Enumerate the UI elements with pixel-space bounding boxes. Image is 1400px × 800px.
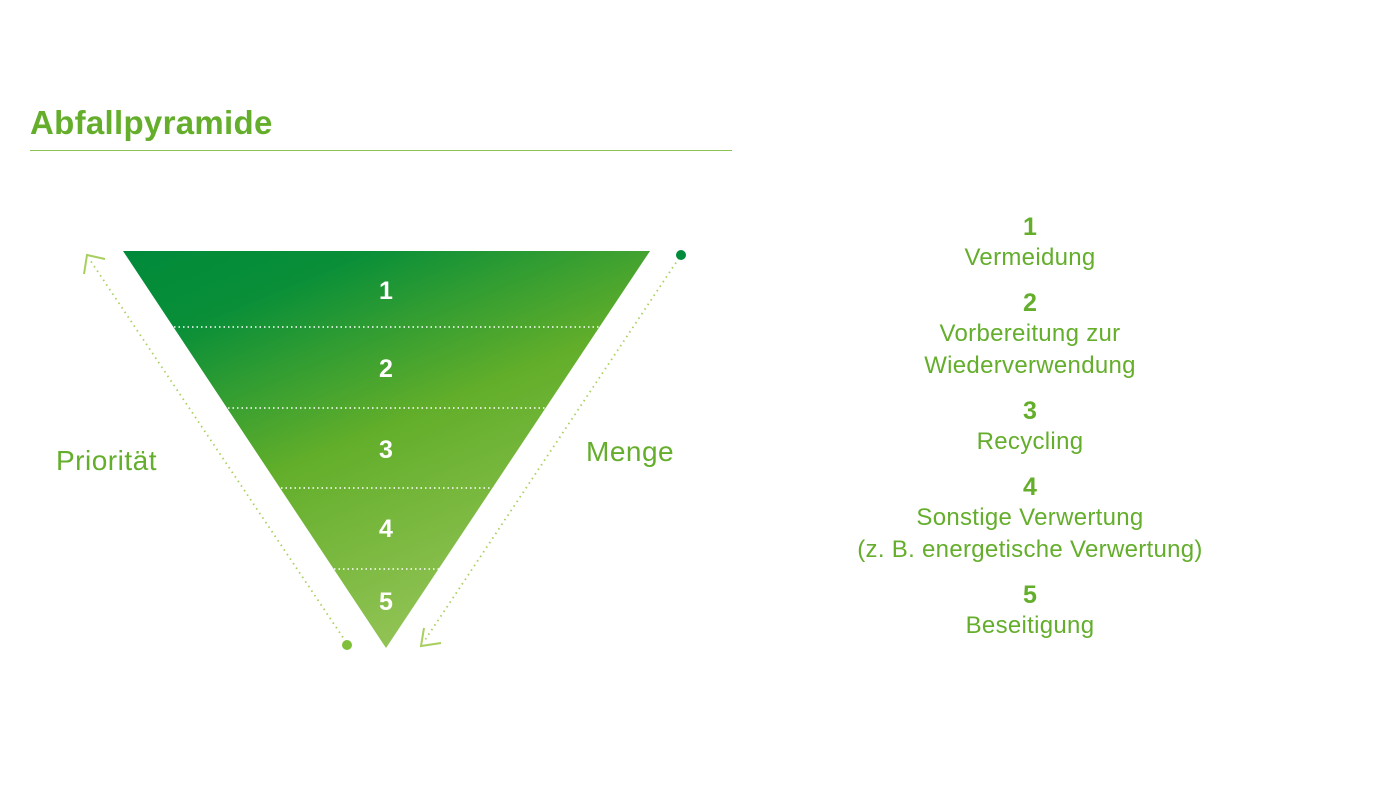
priority-label: Priorität <box>56 445 157 476</box>
pyramid-level-number-1: 1 <box>379 277 393 305</box>
quantity-arrow-dot <box>676 250 686 260</box>
legend-number: 5 <box>1023 581 1037 609</box>
priority-arrowhead-icon <box>83 253 106 275</box>
quantity-label: Menge <box>586 436 675 467</box>
legend-text: Vorbereitung zur <box>939 320 1121 347</box>
legend-item-2: 2 Vorbereitung zur Wiederverwendung <box>830 288 1230 382</box>
legend-list: 1 Vermeidung 2 Vorbereitung zur Wiederve… <box>830 212 1230 656</box>
priority-arrow-dot <box>342 640 352 650</box>
legend-number: 4 <box>1023 473 1037 501</box>
page-title: Abfallpyramide <box>30 104 273 141</box>
legend-text: (z. B. energetische Verwertung) <box>857 536 1203 563</box>
legend-text: Beseitigung <box>965 612 1095 639</box>
title-divider <box>30 150 732 151</box>
pyramid-level-number-3: 3 <box>379 436 393 464</box>
pyramid-level-number-4: 4 <box>379 515 393 543</box>
legend-text: Sonstige Verwertung <box>916 504 1144 531</box>
level-separators <box>174 326 599 570</box>
legend-text: Wiederverwendung <box>924 352 1136 379</box>
legend-text: Vermeidung <box>964 244 1096 271</box>
legend-number: 2 <box>1023 289 1037 317</box>
quantity-arrowhead-icon <box>419 627 442 648</box>
legend-item-1: 1 Vermeidung <box>830 212 1230 274</box>
priority-arrow <box>83 253 352 650</box>
pyramid-level-number-5: 5 <box>379 588 393 616</box>
pyramid-triangle <box>123 251 650 648</box>
legend-item-3: 3 Recycling <box>830 396 1230 458</box>
pyramid-level-number-2: 2 <box>379 355 393 383</box>
quantity-arrow <box>419 250 686 648</box>
legend-item-5: 5 Beseitigung <box>830 580 1230 642</box>
legend-item-4: 4 Sonstige Verwertung (z. B. energetisch… <box>830 472 1230 566</box>
legend-number: 1 <box>1023 213 1037 241</box>
legend-number: 3 <box>1023 397 1037 425</box>
legend-text: Recycling <box>976 428 1084 455</box>
